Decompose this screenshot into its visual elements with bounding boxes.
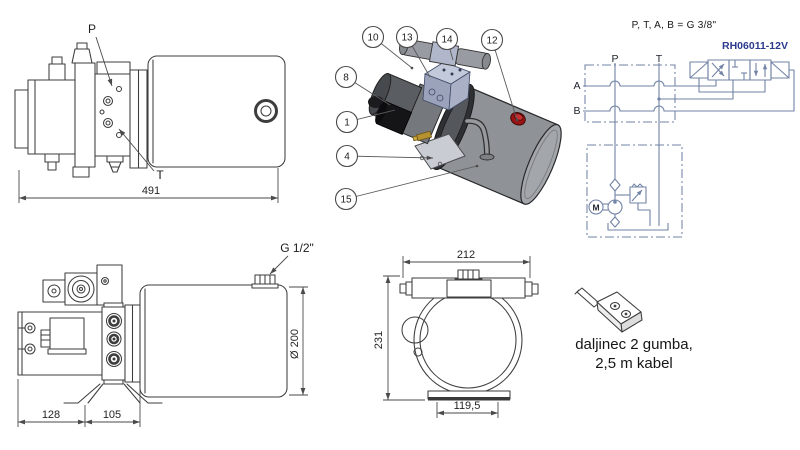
- dim-105-label: 105: [103, 409, 121, 421]
- filler-port-label: G 1/2": [280, 241, 314, 255]
- filler-cap-side: [251, 274, 279, 289]
- dim-231-label: 231: [373, 331, 385, 349]
- port-t-callout: T: [118, 128, 164, 182]
- valve-block-side: [94, 61, 148, 173]
- dimension-diameter-200: Ø 200: [289, 286, 308, 396]
- motor-pump-assembly-side: [14, 42, 96, 178]
- callout-number: 13: [401, 33, 413, 44]
- oil-tank-side-2: [139, 274, 288, 398]
- port-t-label: T: [156, 168, 164, 182]
- callout-balloon-1: 1: [335, 110, 359, 134]
- callout-balloon-15: 15: [334, 187, 358, 211]
- top-side-view-drawing: P T 491: [14, 22, 286, 203]
- motor-m-label: M: [592, 203, 599, 213]
- oil-tank-side: [147, 55, 286, 168]
- callout-balloon-12: 12: [480, 28, 504, 52]
- bottom-side-view-drawing: G 1/2" Ø 200 128 105: [17, 241, 314, 427]
- dimension-231: 231: [373, 275, 425, 401]
- schematic-port-t-label: T: [656, 53, 663, 65]
- port-p-label: P: [88, 22, 96, 36]
- dim-212-label: 212: [457, 249, 475, 261]
- dimension-119-5: 119,5: [436, 400, 499, 418]
- callout-number: 4: [344, 152, 350, 163]
- schematic-port-b-label: B: [573, 105, 580, 117]
- directional-valve-symbol: [689, 59, 790, 93]
- base-plate-front: [427, 390, 511, 401]
- remote-caption-line1: daljinec 2 gumba,: [575, 336, 693, 353]
- remote-control-icon: [574, 287, 643, 333]
- dim-128-label: 128: [42, 409, 60, 421]
- filler-cap-red: [510, 112, 526, 126]
- valve-block-front: [399, 269, 539, 299]
- callout-number: 8: [343, 73, 349, 84]
- remote-caption-line2: 2,5 m kabel: [595, 355, 673, 372]
- drain-tube-3d: [464, 117, 495, 161]
- callout-balloon-8: 8: [334, 65, 358, 89]
- callout-balloon-10: 10: [361, 25, 385, 49]
- schematic-title: P, T, A, B = G 3/8": [632, 20, 717, 31]
- filler-port-callout: G 1/2": [269, 241, 314, 275]
- isometric-view-drawing: 10 13 14 12 8 1 4 15: [334, 25, 562, 211]
- valve-model-label: RH06011-12V: [722, 40, 788, 52]
- callout-number: 15: [340, 195, 352, 206]
- callout-balloon-14: 14: [435, 27, 459, 51]
- brass-fitting-3d: [412, 130, 433, 142]
- callout-number: 10: [367, 33, 379, 44]
- motor-black-cap-3d: [368, 96, 413, 136]
- port-p-callout: P: [88, 22, 113, 87]
- callout-number: 1: [344, 118, 350, 129]
- valve-block-ports-side: [101, 302, 141, 385]
- schematic-port-a-label: A: [573, 80, 580, 92]
- dimension-128-105: 128 105: [17, 379, 141, 427]
- mounting-bracket-side: [63, 383, 163, 404]
- schematic-port-p-label: P: [611, 53, 618, 65]
- dim-491-label: 491: [142, 185, 160, 197]
- remote-control-figure: daljinec 2 gumba, 2,5 m kabel: [574, 287, 693, 372]
- front-view-drawing: 212 231 119,5: [373, 249, 539, 418]
- callout-balloon-4: 4: [335, 144, 359, 168]
- dimension-212: 212: [402, 249, 531, 278]
- top-relief-valve-assembly: [42, 264, 123, 306]
- valve-block-3d: [422, 61, 471, 111]
- callout-number: 14: [441, 35, 453, 46]
- tank-front: [401, 285, 523, 395]
- callout-balloon-13: 13: [395, 25, 419, 49]
- hydraulic-schematic: P, T, A, B = G 3/8" RH06011-12V P T A B: [573, 20, 795, 238]
- motor-side: [17, 311, 103, 376]
- filler-cap-front: [454, 269, 483, 280]
- dim-diameter-label: Ø 200: [289, 329, 301, 359]
- power-unit-symbol: M: [586, 122, 683, 238]
- dimension-491: 491: [18, 168, 279, 203]
- dim-119-5-label: 119,5: [454, 400, 481, 412]
- callout-number: 12: [486, 36, 498, 47]
